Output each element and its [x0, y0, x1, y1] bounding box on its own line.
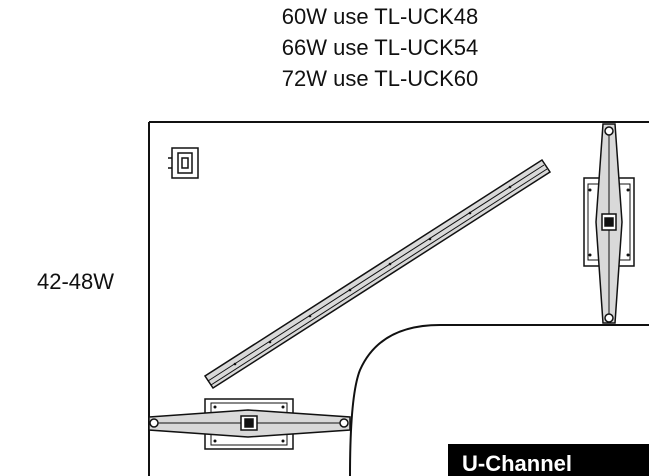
spec-note-60w: 60W use TL-UCK48: [281, 4, 479, 29]
left-leg-assembly: [148, 398, 351, 450]
u-channel-badge: U-Channel: [448, 444, 649, 476]
width-range-label: 42-48W: [37, 269, 115, 294]
spec-note-66w: 66W use TL-UCK54: [281, 35, 479, 60]
right-leg-assembly: [583, 123, 635, 324]
spec-note-72w: 72W use TL-UCK60: [281, 66, 479, 91]
diagonal-u-channel: [203, 158, 552, 390]
bracket-icon: [168, 147, 199, 179]
